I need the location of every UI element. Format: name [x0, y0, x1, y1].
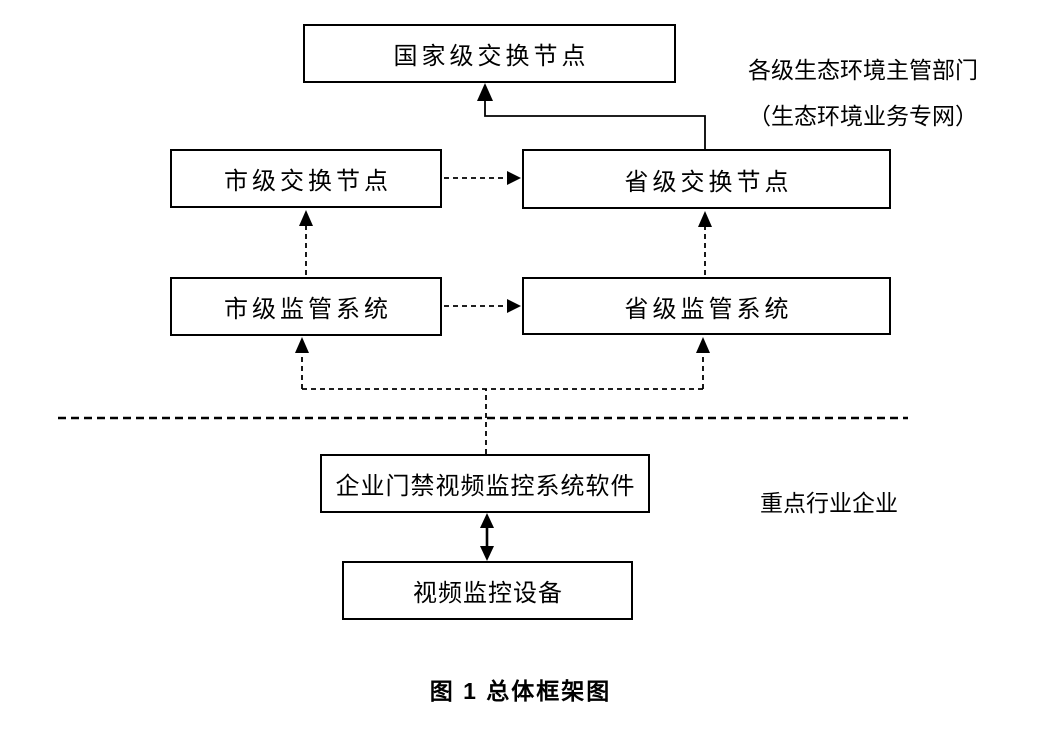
annotation-gov-zone: 各级生态环境主管部门 （生态环境业务专网） [748, 48, 978, 140]
node-city-exchange-label: 市级交换节点 [224, 169, 392, 195]
node-provincial-exchange-label: 省级交换节点 [624, 169, 793, 196]
node-provincial-exchange: 省级交换节点 [522, 149, 891, 209]
node-video-device: 视频监控设备 [342, 561, 633, 620]
node-provincial-supervision: 省级监管系统 [522, 277, 891, 335]
connector-citysup-to-provsup [444, 299, 521, 313]
connector-cityex-to-provex [444, 171, 521, 185]
node-national-exchange-label: 国家级交换节点 [393, 44, 590, 70]
annotation-gov-zone-line1: 各级生态环境主管部门 [748, 58, 978, 83]
figure-caption: 图 1 总体框架图 [429, 678, 612, 704]
node-enterprise-software-label: 企业门禁视频监控系统软件 [335, 474, 636, 500]
node-city-supervision-label: 市级监管系统 [224, 297, 392, 323]
connector-citysup-to-cityex [299, 210, 313, 275]
annotation-enterprise-zone: 重点行业企业 [760, 481, 898, 527]
connector-provsup-to-provex [698, 211, 712, 275]
connector-software-device-bidirectional [480, 513, 494, 561]
node-national-exchange: 国家级交换节点 [303, 24, 676, 83]
annotation-enterprise-zone-label: 重点行业企业 [760, 491, 898, 516]
node-provincial-supervision-label: 省级监管系统 [624, 296, 793, 323]
node-city-supervision: 市级监管系统 [170, 277, 442, 336]
node-video-device-label: 视频监控设备 [413, 581, 563, 607]
annotation-gov-zone-line2: （生态环境业务专网） [748, 104, 978, 129]
connector-enterprise-branch [295, 337, 710, 454]
node-city-exchange: 市级交换节点 [170, 149, 442, 208]
connector-provincial-to-national [477, 83, 706, 149]
node-enterprise-software: 企业门禁视频监控系统软件 [320, 454, 650, 513]
